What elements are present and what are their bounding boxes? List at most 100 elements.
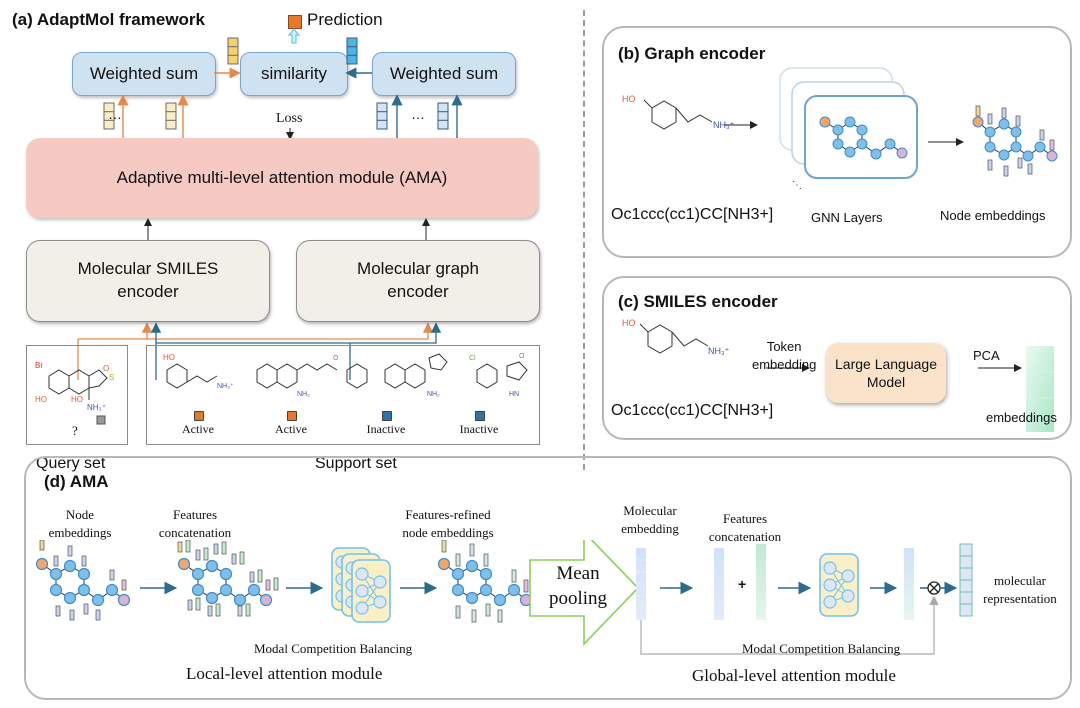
panel-b-smiles: Oc1ccc(cc1)CC[NH3+] [611, 206, 774, 223]
up-arrow-icon [287, 28, 301, 44]
caption-line: node embeddings [402, 524, 494, 540]
caption-line: concatenation [708, 528, 782, 544]
support-set-box: HO NH₃⁺ NH₂ O NH₂ Cl HN O [146, 345, 540, 445]
activity-label: Active [275, 422, 307, 436]
ama-panel [24, 456, 1072, 700]
svg-text:HN: HN [509, 391, 519, 398]
token-label-line1: Token [766, 339, 802, 354]
llm-line2: Model [866, 374, 906, 390]
svg-text:HO: HO [71, 395, 83, 404]
global-mcb-network-icon [819, 553, 859, 617]
plus-sign: + [738, 576, 747, 592]
svg-text:O: O [333, 355, 339, 362]
global-mcb-label: Modal Competition Balancing [742, 641, 901, 656]
token-label-line2: embedding [752, 356, 817, 372]
svg-text:NH₃⁺: NH₃⁺ [217, 383, 234, 390]
similarity-box: similarity [240, 52, 348, 96]
smiles-encoder-line2: encoder [117, 282, 179, 301]
query-label-marker [96, 415, 106, 425]
molecular-embedding-bar [636, 548, 646, 620]
mean-pooling-label: Mean pooling [536, 562, 620, 611]
query-stack-1 [103, 102, 115, 130]
loss-label: Loss [276, 111, 303, 126]
support-stack-1 [376, 102, 388, 130]
graph-encoder-line2: encoder [387, 282, 449, 301]
svg-text:NH₃⁺: NH₃⁺ [713, 120, 735, 130]
mean-line2: pooling [548, 587, 608, 609]
svg-text:HO: HO [622, 318, 636, 328]
svg-text:O: O [519, 353, 525, 360]
query-set-box: Br HO HO O S NH₃⁺ [26, 345, 128, 445]
activity-label: Inactive [459, 422, 499, 436]
embeddings-label: embeddings [986, 410, 1057, 425]
ellipsis-query: … [108, 106, 122, 122]
local-module-label: Local-level attention module [186, 664, 383, 683]
svg-text:⋱: ⋱ [792, 180, 802, 191]
caption-line: Features-refined [405, 507, 491, 522]
query-embedding-icon [227, 37, 239, 65]
prediction-label: Prediction [307, 10, 383, 29]
panel-c-title: (c) SMILES encoder [618, 292, 778, 311]
ama-diagram [35, 540, 973, 655]
refined-caption: Features-refined node embeddings [388, 506, 508, 541]
svg-text:O: O [103, 364, 109, 373]
svg-text:Cl: Cl [469, 355, 476, 362]
node-embeddings-label: Node embeddings [940, 208, 1046, 223]
query-molecule-icon: Br HO HO O S NH₃⁺ [35, 361, 114, 425]
activity-label: Active [182, 422, 214, 436]
node-embeddings-graph [35, 540, 131, 621]
support-stack-2 [437, 102, 449, 130]
svg-text:NH₂: NH₂ [297, 391, 310, 398]
concat-green-bar [756, 544, 766, 620]
mean-pooling-arrow [529, 540, 640, 646]
caption-line: Features [172, 507, 218, 522]
mcb-output-bar [904, 548, 914, 620]
refined-embeddings-graph [437, 540, 533, 623]
panel-a-connectors [77, 37, 463, 380]
smiles-encoder-panel [602, 276, 1072, 440]
pca-label: PCA [973, 348, 1000, 363]
mean-line1: Mean [556, 563, 600, 584]
caption-line: representation [983, 590, 1057, 606]
activity-marker [194, 411, 204, 421]
local-mcb-label: Modal Competition Balancing [254, 641, 413, 656]
weighted-sum-support-box: Weighted sum [372, 52, 516, 96]
caption-line: embedding [621, 520, 679, 536]
svg-text:HO: HO [622, 94, 636, 104]
graph-encoder-panel [602, 26, 1072, 258]
gnn-layer-card [804, 95, 918, 179]
svg-text:NH₃⁺: NH₃⁺ [708, 346, 730, 356]
token-embedding-label: Token embedding [752, 338, 816, 373]
molecular-representation-bar [959, 543, 973, 617]
caption-line: Node [65, 507, 95, 522]
pca-embedding-bar [1026, 346, 1054, 432]
features-concat-graph [177, 540, 279, 617]
activity-label: Inactive [366, 422, 406, 436]
graph-encoder-diagram: HO NH₃⁺ ⋱ [622, 67, 1058, 191]
panel-c-smiles: Oc1ccc(cc1)CC[NH3+] [611, 402, 774, 419]
svg-text:NH₃⁺: NH₃⁺ [87, 403, 106, 412]
ellipsis-support: … [411, 106, 425, 122]
llm-line1: Large Language [835, 355, 937, 372]
support-embedding-icon [346, 37, 358, 65]
support-molecules-icon: HO NH₃⁺ NH₂ O NH₂ Cl HN O [163, 353, 528, 398]
ama-module-box: Adaptive multi-level attention module (A… [26, 138, 538, 218]
smiles-encoder-line1: Molecular SMILES [77, 259, 219, 279]
query-set-label: Query set [36, 455, 106, 472]
svg-text:Br: Br [35, 361, 43, 370]
graph-encoder-line1: Molecular graph [357, 259, 479, 279]
query-stack-2 [165, 102, 177, 130]
panel-b-title: (b) Graph encoder [618, 44, 766, 63]
smiles-encoder-diagram: HO NH₃⁺ [622, 318, 1054, 432]
weighted-sum-query-box: Weighted sum [72, 52, 216, 96]
support-set-label: Support set [315, 455, 397, 472]
svg-text:HO: HO [35, 395, 47, 404]
activity-marker [287, 411, 297, 421]
panel-divider [583, 10, 585, 470]
graph-encoder-box: Molecular graph encoder [296, 240, 540, 322]
